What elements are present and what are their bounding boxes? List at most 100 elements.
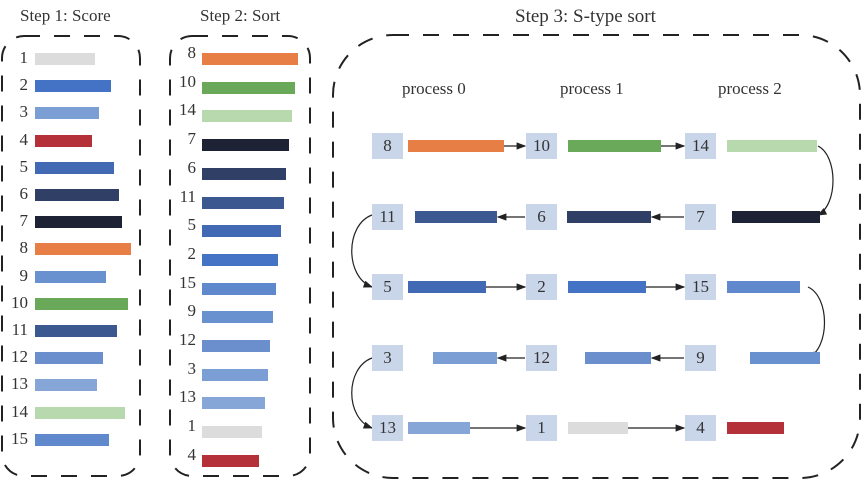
item-box: 9 xyxy=(685,345,716,371)
item-number: 2 xyxy=(19,75,29,95)
score-bar xyxy=(35,134,92,147)
item-number: 13 xyxy=(179,387,196,407)
step2-title: Step 2: Sort xyxy=(200,6,281,25)
score-bar xyxy=(202,53,298,65)
score-bar xyxy=(202,196,284,209)
score-bar xyxy=(408,281,486,293)
score-bar xyxy=(202,426,262,439)
score-bar xyxy=(35,325,117,337)
item-number: 7 xyxy=(19,211,29,231)
score-bar xyxy=(202,311,274,324)
step2-border xyxy=(169,35,311,477)
score-bar xyxy=(202,225,281,238)
flow-arrow-curved xyxy=(351,357,374,429)
item-box: 2 xyxy=(526,274,557,300)
score-bar xyxy=(202,253,278,266)
item-number: 6 xyxy=(19,184,29,203)
score-bar xyxy=(433,352,497,364)
item-number: 15 xyxy=(179,272,196,292)
item-number: 9 xyxy=(187,301,197,321)
item-number: 4 xyxy=(187,444,197,464)
process-label: process 0 xyxy=(402,79,466,98)
score-bar xyxy=(202,368,269,381)
item-box: 14 xyxy=(685,133,716,159)
item-box: 1 xyxy=(526,415,557,441)
score-bar xyxy=(202,340,271,352)
item-box: 8 xyxy=(372,133,403,159)
score-bar xyxy=(35,270,107,283)
step1-title: Step 1: Score xyxy=(20,6,111,25)
item-box: 5 xyxy=(372,274,403,300)
item-number: 5 xyxy=(187,215,197,235)
item-number: 1 xyxy=(19,48,29,67)
score-bar xyxy=(568,422,628,434)
step1-border xyxy=(1,35,141,477)
item-box: 6 xyxy=(526,204,557,230)
item-number: 15 xyxy=(11,428,28,448)
flow-arrow-curved xyxy=(816,145,834,216)
flow-arrow-curved xyxy=(351,214,374,288)
item-number: 4 xyxy=(19,129,29,149)
process-label: process 2 xyxy=(718,79,782,98)
score-bar xyxy=(35,406,126,419)
step3-title: Step 3: S-type sort xyxy=(515,6,656,27)
item-box: 4 xyxy=(685,415,716,441)
score-bar xyxy=(568,140,661,152)
item-box: 10 xyxy=(526,133,557,159)
flow-arrow-curved xyxy=(806,286,826,359)
item-number: 2 xyxy=(187,243,197,263)
score-bar xyxy=(35,216,123,229)
item-number: 7 xyxy=(187,129,197,149)
item-box: 15 xyxy=(685,274,716,300)
score-bar xyxy=(727,281,800,293)
score-bar xyxy=(35,433,109,446)
score-bar xyxy=(202,282,276,295)
item-number: 8 xyxy=(19,238,29,258)
score-bar xyxy=(727,422,784,434)
score-bar xyxy=(202,167,287,180)
item-number: 3 xyxy=(187,358,197,378)
score-bar xyxy=(732,211,820,223)
step3-border xyxy=(332,34,861,479)
score-bar xyxy=(35,53,95,65)
flow-arrows xyxy=(351,142,834,432)
score-bar xyxy=(35,80,111,93)
score-bar xyxy=(567,211,651,223)
score-bar xyxy=(750,352,820,364)
item-number: 10 xyxy=(11,292,28,312)
item-box: 12 xyxy=(526,345,557,371)
score-bar xyxy=(35,107,100,120)
score-bar xyxy=(202,139,290,152)
score-bar xyxy=(202,110,293,123)
item-number: 1 xyxy=(187,416,197,436)
item-number: 6 xyxy=(187,157,197,177)
score-bar xyxy=(408,140,504,152)
item-number: 13 xyxy=(11,374,28,394)
item-number: 5 xyxy=(19,156,29,176)
item-number: 12 xyxy=(179,330,196,349)
score-bar xyxy=(415,211,497,223)
item-number: 8 xyxy=(187,43,197,62)
score-bar xyxy=(35,297,129,310)
item-number: 11 xyxy=(11,320,28,339)
score-bar xyxy=(35,352,104,365)
item-box: 11 xyxy=(372,204,403,230)
item-number: 10 xyxy=(179,71,196,91)
score-bar xyxy=(35,243,131,256)
score-bar xyxy=(585,352,651,364)
item-number: 11 xyxy=(179,186,196,206)
score-bar xyxy=(35,189,120,201)
score-bar xyxy=(35,379,98,392)
item-number: 14 xyxy=(179,100,196,120)
process-label: process 1 xyxy=(560,79,624,98)
item-box: 7 xyxy=(685,204,716,230)
score-bar xyxy=(568,281,646,293)
item-box: 3 xyxy=(372,345,403,371)
score-bar xyxy=(202,81,296,94)
item-number: 14 xyxy=(11,401,28,421)
item-number: 9 xyxy=(19,265,29,285)
item-number: 12 xyxy=(11,347,28,367)
score-bar xyxy=(202,397,266,410)
item-box: 13 xyxy=(372,415,403,441)
